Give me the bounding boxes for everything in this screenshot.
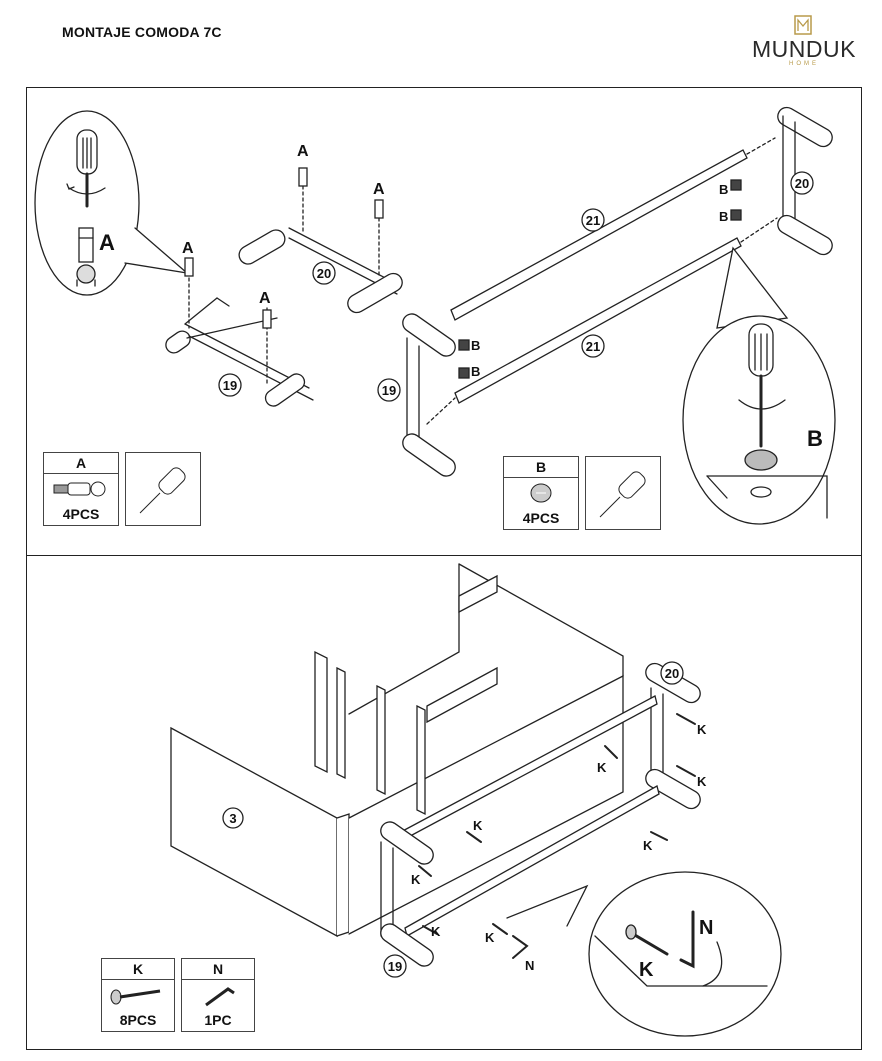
chest-carcass: 3: [170, 563, 624, 938]
fitting-n-label-large: N: [699, 917, 713, 939]
fitting-b-label-3: B: [471, 338, 480, 353]
part-21-rails: 21 21: [426, 137, 778, 425]
screwdriver-icon: [139, 467, 186, 514]
fitting-k-label-large: K: [639, 959, 654, 981]
step-1-panel: A 19 A A 20 A: [26, 87, 862, 556]
legend-a-qty: 4PCS: [62, 506, 100, 522]
legend-b-qty: 4PCS: [522, 510, 560, 526]
screwdriver-icon: [76, 129, 98, 208]
allen-key-icon: [205, 987, 235, 1007]
fitting-b-label-2: B: [719, 209, 728, 224]
screw-icon: [110, 989, 161, 1005]
fitting-k-label-3: K: [643, 838, 653, 853]
fitting-k-label-1: K: [697, 722, 707, 737]
legend-n-qty: 1PC: [204, 1012, 232, 1028]
detail-bubble-a: A: [34, 110, 190, 296]
fitting-a-label-1: A: [182, 240, 194, 257]
fitting-k-label-7: K: [431, 924, 441, 939]
part-20-label-top: 20: [317, 266, 331, 281]
part-21-label-1: 21: [586, 213, 600, 228]
fitting-k-label-8: K: [485, 930, 495, 945]
screw-icons: [418, 713, 696, 935]
fitting-b-label-large: B: [807, 426, 823, 451]
legend-k-code: K: [102, 959, 174, 980]
step-2-panel: 3 20 19: [26, 556, 862, 1050]
legend-n-code: N: [182, 959, 254, 980]
part-21-label-2: 21: [586, 339, 600, 354]
legend-tool-screwdriver-b: [585, 456, 661, 530]
brand-name: MUNDUK: [752, 36, 856, 62]
part-19-frame-right: 19 B B: [377, 313, 480, 477]
dowel-icon: [76, 227, 96, 287]
legend-fitting-b: B 4PCS: [503, 456, 579, 530]
legend-fitting-a: A 4PCS: [43, 452, 119, 526]
cam-lock-icon: [530, 483, 552, 503]
logo-icon: [794, 15, 812, 35]
fitting-k-label-2: K: [697, 774, 707, 789]
part-20-frame-right: 20 B B: [719, 106, 833, 256]
fitting-k-label-5: K: [473, 818, 483, 833]
brand-subtitle: HOME: [789, 61, 819, 67]
part-20-frame: 20: [645, 661, 701, 810]
cam-lock-icon: [744, 449, 778, 498]
part-19-frame: 19 A A: [165, 240, 314, 407]
part-19-label: 19: [388, 959, 402, 974]
fitting-b-label-1: B: [719, 182, 728, 197]
legend-a-code: A: [44, 453, 118, 474]
fitting-a-label-3: A: [297, 143, 309, 160]
legend-b-code: B: [504, 457, 578, 478]
screw-icon: [625, 924, 669, 956]
part-19-label: 19: [223, 378, 237, 393]
part-3-label: 3: [229, 811, 236, 826]
part-20-label-right: 20: [795, 176, 809, 191]
fitting-a-label-large: A: [99, 230, 115, 255]
step-2-drawing: 3 20 19: [170, 563, 782, 1037]
fitting-a-label-4: A: [373, 181, 385, 198]
dowel-icon: [53, 481, 106, 497]
part-19-label-right: 19: [382, 383, 396, 398]
part-20-label: 20: [665, 666, 679, 681]
legend-fitting-n: N 1PC: [181, 958, 255, 1032]
detail-bubble-kn: K N: [506, 871, 782, 1037]
page-title: MONTAJE COMODA 7C: [62, 24, 222, 40]
fitting-k-label-4: K: [597, 760, 607, 775]
fitting-a-label-2: A: [259, 290, 271, 307]
screwdriver-icon: [599, 471, 646, 518]
legend-tool-screwdriver-a: [125, 452, 201, 526]
rotation-arrow-icon: [702, 941, 723, 987]
step-1-drawing: A 19 A A 20 A: [34, 106, 836, 525]
fitting-b-label-4: B: [471, 364, 480, 379]
part-20-frame-top: 20 A A: [238, 143, 403, 314]
screwdriver-icon: [748, 323, 774, 448]
part-19-frame: 19: [380, 821, 434, 978]
rotation-arrow-icon: [68, 187, 106, 195]
allen-key-icon: [679, 910, 695, 969]
brand-logo: MUNDUK HOME: [752, 14, 856, 70]
screw-k-labels: K K K K K K K K N: [411, 722, 707, 973]
cam-lock-icon: [730, 179, 742, 221]
allen-key-icon: [512, 935, 529, 959]
fitting-k-label-6: K: [411, 872, 421, 887]
legend-fitting-k: K 8PCS: [101, 958, 175, 1032]
detail-bubble-b: B: [682, 246, 836, 525]
fitting-n-label: N: [525, 958, 534, 973]
rotation-arrow-icon: [738, 399, 786, 410]
legend-k-qty: 8PCS: [119, 1012, 157, 1028]
